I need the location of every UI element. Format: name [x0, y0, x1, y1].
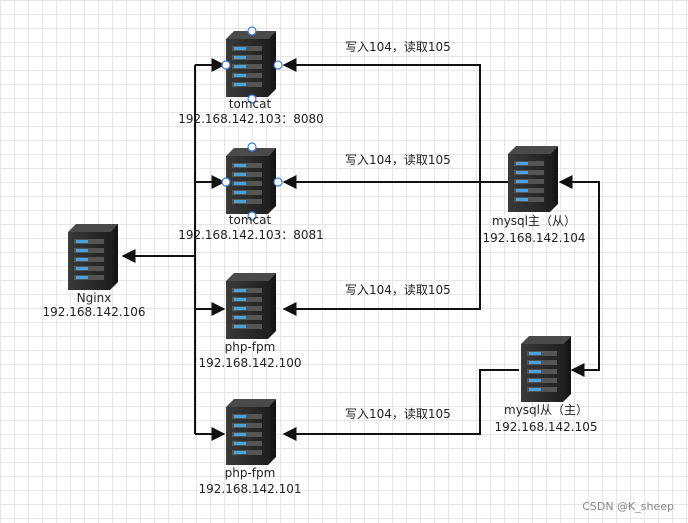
php1-ip: 192.168.142.100	[198, 356, 302, 370]
selection-handles[interactable]	[221, 26, 283, 221]
nginx-name: Nginx	[76, 291, 112, 305]
php1-name: php-fpm	[224, 340, 276, 354]
handle-tomcat2-bottom	[247, 211, 257, 221]
handle-tomcat1-bottom	[247, 94, 257, 104]
handle-tomcat1-right	[273, 60, 283, 70]
nginx-server-icon	[68, 224, 118, 290]
edge-master-php1	[282, 182, 481, 316]
nginx-ip: 192.168.142.106	[42, 305, 146, 319]
tomcat2-name: tomcat	[228, 213, 272, 227]
mysql-master-server-icon	[508, 146, 558, 212]
tomcat1-name: tomcat	[228, 97, 272, 111]
mysql-slave-ip: 192.168.142.105	[494, 420, 598, 434]
php1-server-icon	[226, 273, 276, 339]
edges	[121, 58, 600, 441]
tomcat1-ip: 192.168.142.103：8080	[178, 112, 324, 126]
handle-tomcat2-right	[273, 177, 283, 187]
edge-slave-php2	[282, 369, 519, 441]
edge-label-php2: 写入104，读取105	[345, 407, 451, 421]
php2-name: php-fpm	[224, 466, 276, 480]
tomcat2-server-icon	[226, 148, 276, 214]
handle-tomcat2-top	[247, 142, 257, 152]
mysql-master-ip: 192.168.142.104	[482, 231, 586, 245]
handle-tomcat2-left	[221, 177, 231, 187]
php2-server-icon	[226, 399, 276, 465]
handle-tomcat1-top	[247, 26, 257, 36]
watermark: CSDN @K_sheep	[582, 500, 674, 513]
edge-label-tomcat2: 写入104，读取105	[345, 153, 451, 167]
mysql-slave-name: mysql从（主）	[504, 403, 588, 417]
handle-tomcat1-left	[221, 60, 231, 70]
mysql-master-name: mysql主（从）	[492, 214, 576, 228]
tomcat1-server-icon	[226, 31, 276, 97]
edge-label-php1: 写入104，读取105	[345, 283, 451, 297]
edge-label-tomcat1: 写入104，读取105	[345, 40, 451, 54]
mysql-slave-server-icon	[521, 336, 571, 402]
php2-ip: 192.168.142.101	[198, 482, 302, 496]
tomcat2-ip: 192.168.142.103：8081	[178, 228, 324, 242]
edge-replication	[558, 175, 600, 377]
